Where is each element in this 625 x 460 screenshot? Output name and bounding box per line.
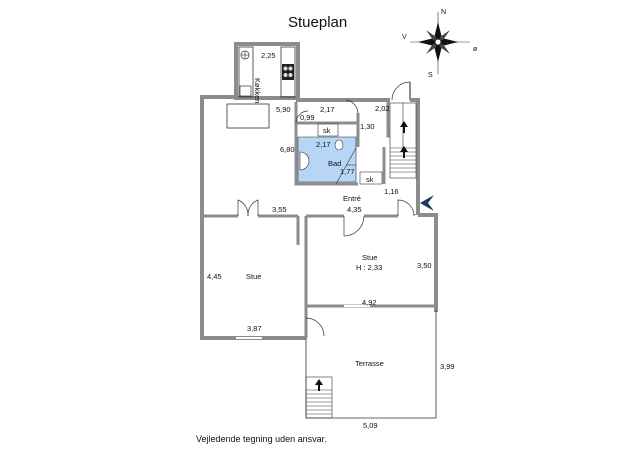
kitchen-counters	[238, 46, 296, 98]
dim-entry-width: 4,35	[347, 205, 362, 214]
entry-door-frame	[391, 81, 411, 101]
compass-icon	[410, 12, 470, 74]
dim-living-width-right: 4,92	[362, 298, 377, 307]
closet-label-1: sk	[323, 126, 331, 135]
dim-kitchen-length: 5,90	[276, 105, 291, 114]
dim-upper-room-height: 6,80	[280, 145, 295, 154]
dim-hall-depth: 0,99	[300, 113, 315, 122]
kitchen-walls	[234, 42, 300, 100]
entry-arrow-icon	[420, 195, 434, 211]
dim-entry-step: 1,16	[384, 187, 399, 196]
room-label-bath: Bad	[328, 159, 342, 168]
plan-title: Stueplan	[288, 14, 348, 31]
terrace-arrow	[315, 379, 323, 391]
dim-stair-width: 2,02	[375, 104, 390, 113]
room-label-kitchen: Køkken	[253, 78, 262, 104]
dim-bath-width: 2,17	[316, 140, 331, 149]
compass-north-label: N	[441, 9, 447, 16]
disclaimer-note: Vejledende tegning uden ansvar.	[196, 434, 327, 444]
dim-bath-depth: 1,77	[340, 167, 355, 176]
dim-terrace-depth: 3,99	[440, 362, 455, 371]
stove	[282, 64, 294, 80]
dim-living-depth-right: 3,50	[417, 261, 432, 270]
dim-kitchen-width: 2,25	[261, 51, 276, 60]
dim-hall-width: 2,17	[320, 105, 335, 114]
compass-east-label: ø	[473, 46, 478, 53]
kitchen-fan	[240, 50, 250, 60]
compass-west-label: V	[402, 34, 407, 41]
toilet	[334, 139, 344, 151]
sink-bath	[299, 151, 310, 171]
stair-arrows	[400, 121, 408, 158]
staircase-upper	[389, 102, 417, 179]
compass-south-label: S	[428, 72, 433, 79]
room-label-terrace: Terrasse	[355, 359, 384, 368]
terrace-steps	[305, 376, 333, 419]
closet-2	[359, 171, 383, 185]
room-label-entry: Entré	[343, 194, 361, 203]
closet-label-2: sk	[366, 175, 374, 184]
kitchen-island	[226, 103, 270, 129]
dim-living-depth-left: 4,45	[207, 272, 222, 281]
closet-1	[317, 123, 339, 137]
door-swings	[237, 99, 415, 337]
dim-upper-room-width: 3,55	[272, 205, 287, 214]
room-label-living-lower: Stue	[246, 272, 262, 281]
room-height-label: H : 2,33	[356, 263, 383, 272]
dim-terrace-width: 5,09	[363, 421, 378, 430]
bathroom-diag	[335, 147, 357, 185]
dim-stair-depth: 1,30	[360, 122, 375, 131]
dim-living-width-left: 3,87	[247, 324, 262, 333]
sink	[239, 85, 252, 97]
room-label-living-upper: Stue	[362, 253, 378, 262]
